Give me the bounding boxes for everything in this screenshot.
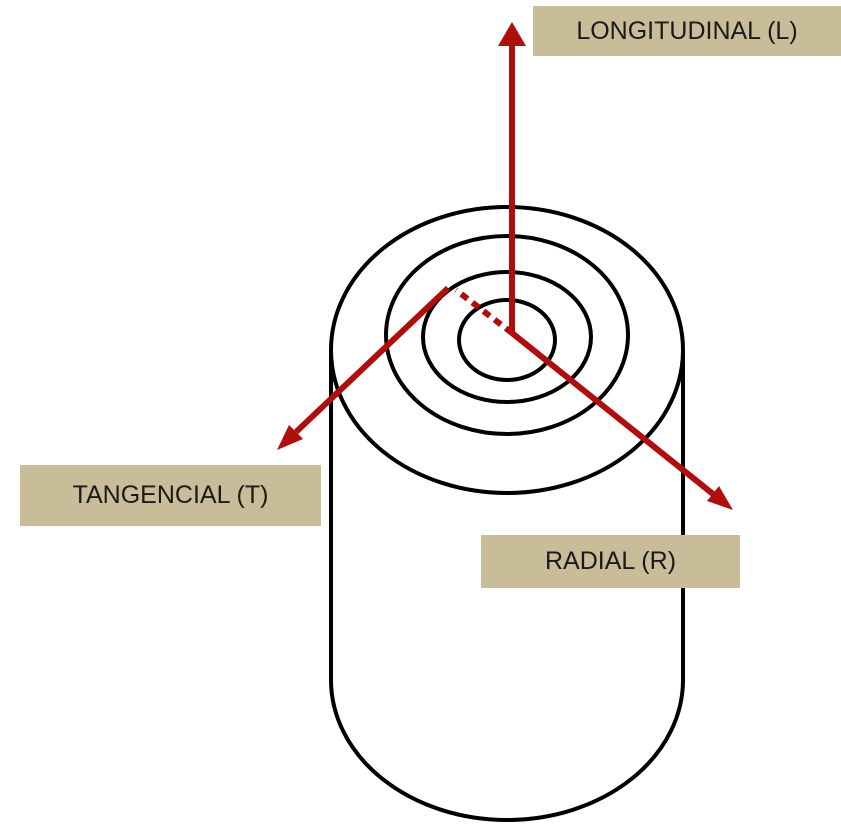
tangential-arrow-shaft [293, 285, 451, 435]
growth-ring-1 [384, 234, 630, 436]
radial-arrowhead [707, 486, 733, 510]
radial-label-box [481, 535, 740, 588]
radial-label: RADIAL (R) [544, 547, 677, 575]
longitudinal-label-box [533, 6, 841, 56]
tangencial-label: TANGENCIAL (T) [72, 481, 269, 509]
longitudinal-arrowhead [498, 22, 526, 46]
growth-ring-2 [421, 270, 593, 404]
cylinder-bottom-curve [329, 679, 685, 822]
tangential-arrowhead [277, 425, 303, 450]
tangential-dotted-segment [454, 287, 514, 336]
cylinder-top-rim [329, 205, 685, 495]
longitudinal-label: LONGITUDINAL (L) [576, 16, 798, 45]
tangencial-label-box [20, 465, 321, 526]
growth-ring-3 [457, 298, 557, 382]
radial-arrow-shaft [510, 330, 715, 497]
